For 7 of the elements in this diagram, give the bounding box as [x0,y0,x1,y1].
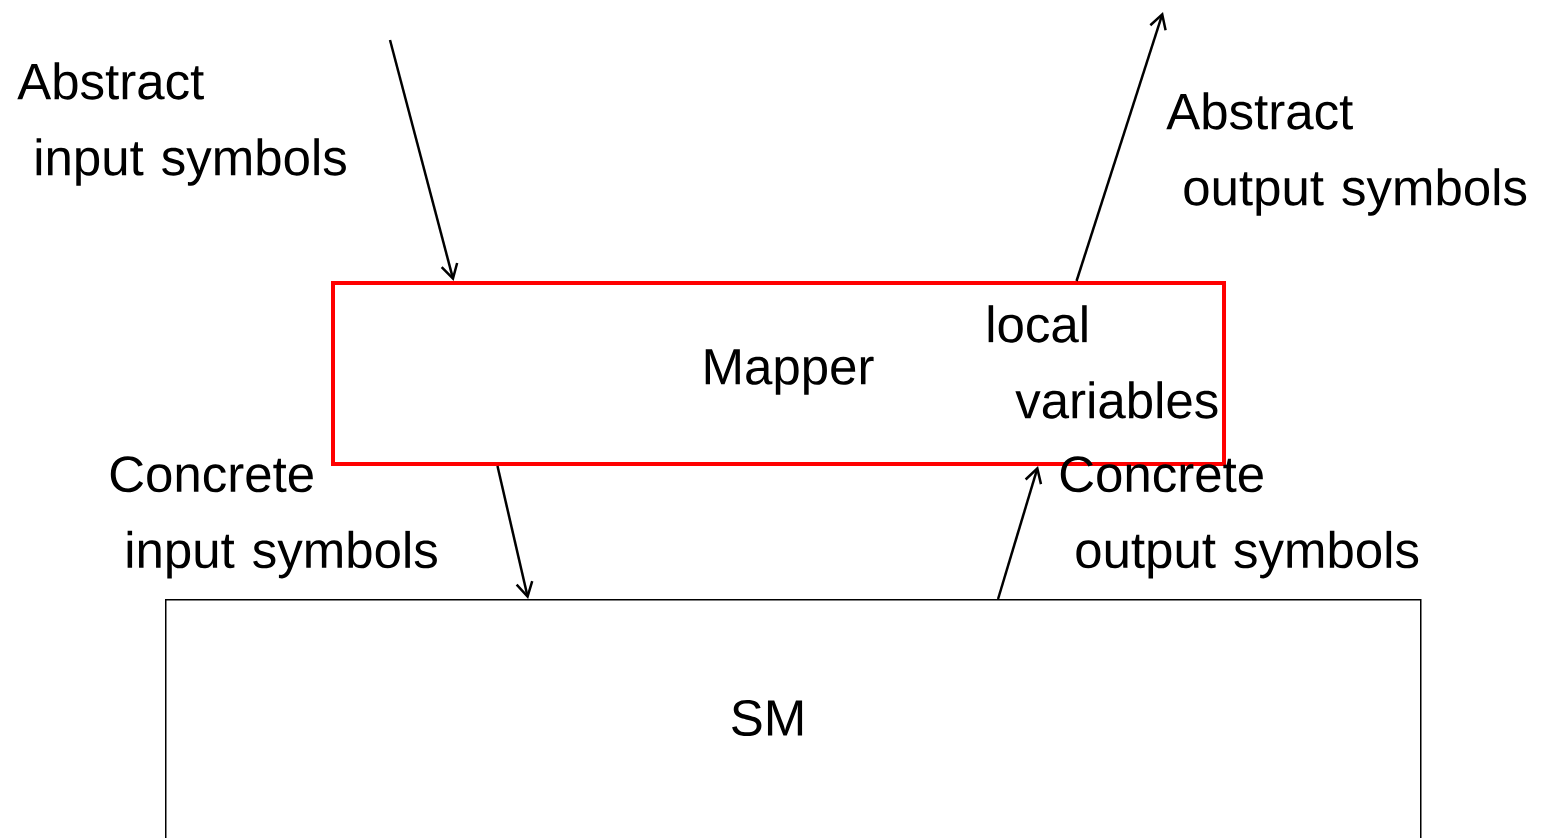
arrow [496,465,534,599]
arrow [388,39,459,281]
edge-label: Abstract output symbols [1166,92,1527,216]
process-box: SM [165,599,1422,838]
arrow [1075,12,1167,282]
arrow [996,466,1043,600]
edge-label: Abstract input symbols [17,62,346,186]
